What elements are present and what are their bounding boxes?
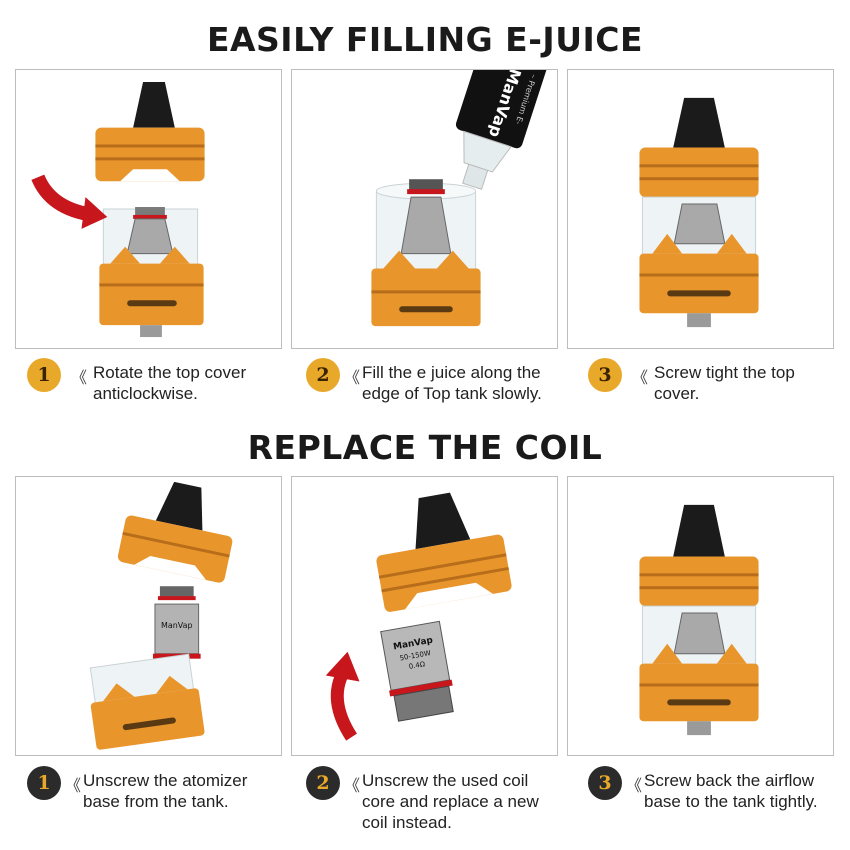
step-text: Fill the e juice along the edge of Top t… [362, 362, 542, 404]
step-text: Screw tight the top cover. [654, 362, 795, 404]
step-text-line: Fill the e juice along the [362, 363, 541, 382]
step-text-line: core and replace a new [362, 792, 539, 811]
step-text-line: edge of Top tank slowly. [362, 384, 542, 403]
section-title-replace-coil: REPLACE THE COIL [247, 428, 603, 467]
tank-top-cover-removed-image [31, 81, 205, 338]
chevron-icon: 《 [65, 776, 82, 795]
chevron-icon: 《 [344, 776, 361, 795]
coil-spec-label: 0.4Ω [408, 660, 426, 671]
step-text-line: base from the tank. [83, 792, 229, 811]
step-number-badge: 3 [588, 358, 622, 392]
step-text: Screw back the airflow base to the tank … [644, 770, 818, 812]
chevron-icon: 《 [344, 368, 361, 387]
step-number-badge: 2 [306, 358, 340, 392]
coil-step-3-caption: 3 《 Screw back the airflow base to the t… [588, 766, 818, 812]
coil-replace-image: ManVap 50-150W 0.4Ω [325, 492, 512, 741]
tank-exploded-image: ManVap [89, 481, 233, 750]
panel-coil-step-1: ManVap [15, 476, 282, 756]
step-text-line: Screw back the airflow [644, 771, 815, 790]
step-text-line: Unscrew the atomizer [83, 771, 248, 790]
step-text-line: base to the tank tightly. [644, 792, 818, 811]
step-text-line: Unscrew the used coil [362, 771, 529, 790]
coil-step-1-caption: 1 《 Unscrew the atomizer base from the t… [27, 766, 247, 812]
fill-step-3-caption: 3 《 Screw tight the top cover. [588, 358, 795, 404]
step-number-badge: 1 [27, 358, 61, 392]
tank-assembled-image [639, 97, 759, 328]
step-number-badge: 3 [588, 766, 622, 800]
step-text-line: coil instead. [362, 813, 452, 832]
step-number-badge: 2 [306, 766, 340, 800]
step-text: Unscrew the atomizer base from the tank. [83, 770, 247, 812]
panel-coil-step-3 [567, 476, 834, 756]
step-text-line: anticlockwise. [93, 384, 198, 403]
step-text-line: Screw tight the top [654, 363, 795, 382]
step-text: Unscrew the used coil core and replace a… [362, 770, 539, 833]
step-text-line: Rotate the top cover [93, 363, 247, 382]
filling-juice-image: ManVap – Premium E- [371, 70, 547, 327]
panel-fill-step-3 [567, 69, 834, 349]
chevron-icon: 《 [626, 776, 643, 795]
step-number-badge: 1 [27, 766, 61, 800]
chevron-icon: 《 [71, 368, 88, 387]
fill-step-1-caption: 1 《 Rotate the top cover anticlockwise. [27, 358, 246, 404]
panel-coil-step-2: ManVap 50-150W 0.4Ω [291, 476, 558, 756]
step-text-line: cover. [654, 384, 700, 403]
panel-fill-step-1 [15, 69, 282, 349]
tank-assembled-image [639, 504, 759, 736]
coil-step-2-caption: 2 《 Unscrew the used coil core and repla… [306, 766, 539, 833]
section-title-filling: EASILY FILLING E-JUICE [206, 20, 644, 59]
step-text: Rotate the top cover anticlockwise. [93, 362, 246, 404]
fill-step-2-caption: 2 《 Fill the e juice along the edge of T… [306, 358, 542, 404]
chevron-icon: 《 [632, 368, 649, 387]
coil-brand-label: ManVap [161, 621, 192, 630]
panel-fill-step-2: ManVap – Premium E- [291, 69, 558, 349]
